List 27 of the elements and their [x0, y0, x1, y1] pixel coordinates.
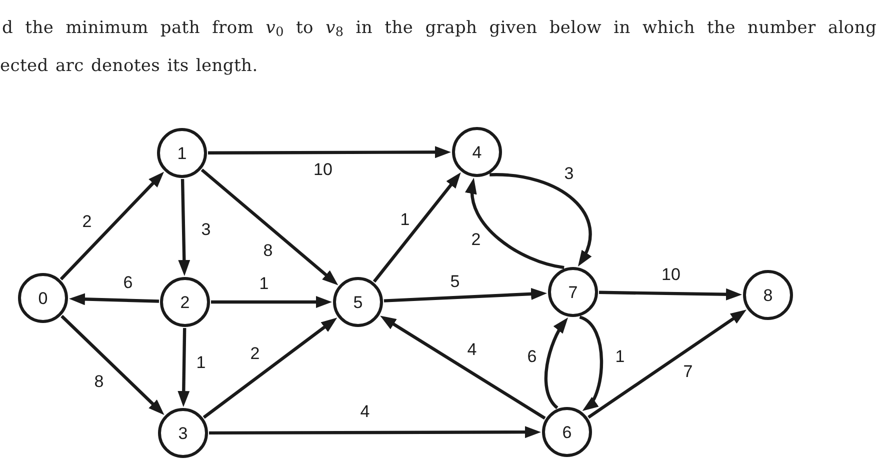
arrow: [178, 178, 190, 276]
node-label: 2: [180, 294, 190, 310]
arrow: [598, 288, 742, 300]
node-label: 4: [472, 144, 482, 160]
arrow: [490, 173, 592, 267]
question-text: ected arc denotes its length.: [0, 55, 258, 78]
arrow: [178, 328, 190, 407]
node-label: 8: [763, 286, 773, 304]
node-label: 0: [38, 290, 48, 306]
arrow: [69, 293, 160, 306]
arrow: [60, 172, 164, 280]
arrow: [60, 314, 164, 415]
arrow: [208, 146, 451, 158]
arrow: [544, 317, 568, 409]
arrow: [202, 318, 338, 419]
question-text: d the minimum path from v$_{0}$ to v$_{8}$ in the graph given below in which the number along: [2, 17, 877, 40]
node-label: 1: [177, 144, 187, 162]
arrow: [211, 296, 332, 308]
node-label: 6: [562, 424, 572, 440]
arrow: [200, 168, 338, 286]
node-label: 5: [353, 294, 363, 310]
node-label: 3: [178, 424, 188, 442]
arrow: [466, 178, 564, 270]
arrow: [384, 288, 548, 302]
arrow: [372, 172, 461, 283]
arrow: [209, 426, 541, 438]
node-label: 7: [568, 284, 578, 300]
